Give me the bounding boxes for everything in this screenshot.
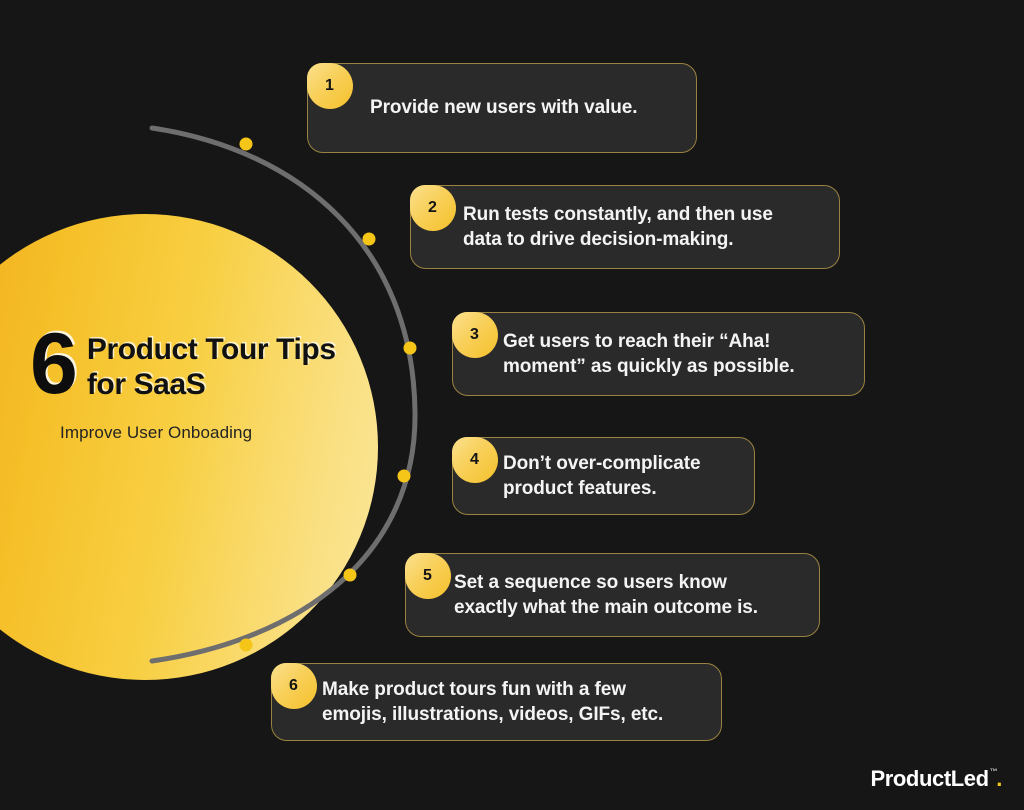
brand-dot: .: [996, 766, 1002, 791]
hero-text-block: 6 Product Tour Tips for SaaS Improve Use…: [30, 321, 350, 443]
arc-dot-5: [343, 568, 357, 582]
tip-text: Get users to reach their “Aha! moment” a…: [503, 330, 795, 377]
arc-dot-4: [397, 469, 411, 483]
tip-card: 2 Run tests constantly, and then use dat…: [409, 184, 840, 269]
tip-text: Run tests constantly, and then use data …: [463, 203, 773, 250]
tip-card: 6 Make product tours fun with a few emoj…: [270, 662, 722, 741]
tip-text: Provide new users with value.: [370, 97, 638, 119]
tip-card: 1 Provide new users with value.: [306, 62, 697, 153]
hero-gradient-circle: [0, 214, 378, 680]
trademark-mark: ™: [989, 767, 998, 776]
tip-number-badge: 3: [451, 311, 498, 358]
tip-number-badge: 4: [451, 436, 498, 483]
arc-dot-2: [362, 232, 376, 246]
tip-number-badge: 1: [306, 62, 353, 109]
tip-text: Make product tours fun with a few emojis…: [322, 678, 664, 725]
tip-number-badge: 6: [270, 662, 317, 709]
tip-card: 3 Get users to reach their “Aha! moment”…: [451, 311, 865, 396]
tip-number-badge: 2: [409, 184, 456, 231]
tip-number-badge: 5: [404, 552, 451, 599]
tip-card: 4 Don’t over-complicate product features…: [451, 436, 755, 515]
page-title: Product Tour Tips for SaaS: [86, 333, 336, 401]
brand-logo: ProductLed ™ .: [870, 766, 1002, 792]
tip-text: Don’t over-complicate product features.: [503, 452, 701, 499]
hero-big-number: 6: [30, 316, 78, 412]
tip-text: Set a sequence so users know exactly wha…: [454, 571, 758, 618]
hero-headline-row: 6 Product Tour Tips for SaaS: [30, 321, 350, 407]
brand-name: ProductLed: [870, 766, 989, 791]
tip-card: 5 Set a sequence so users know exactly w…: [404, 552, 820, 637]
arc-dot-3: [403, 341, 417, 355]
hero-subtitle: Improve User Onboading: [60, 422, 253, 442]
arc-dot-1: [239, 137, 253, 151]
